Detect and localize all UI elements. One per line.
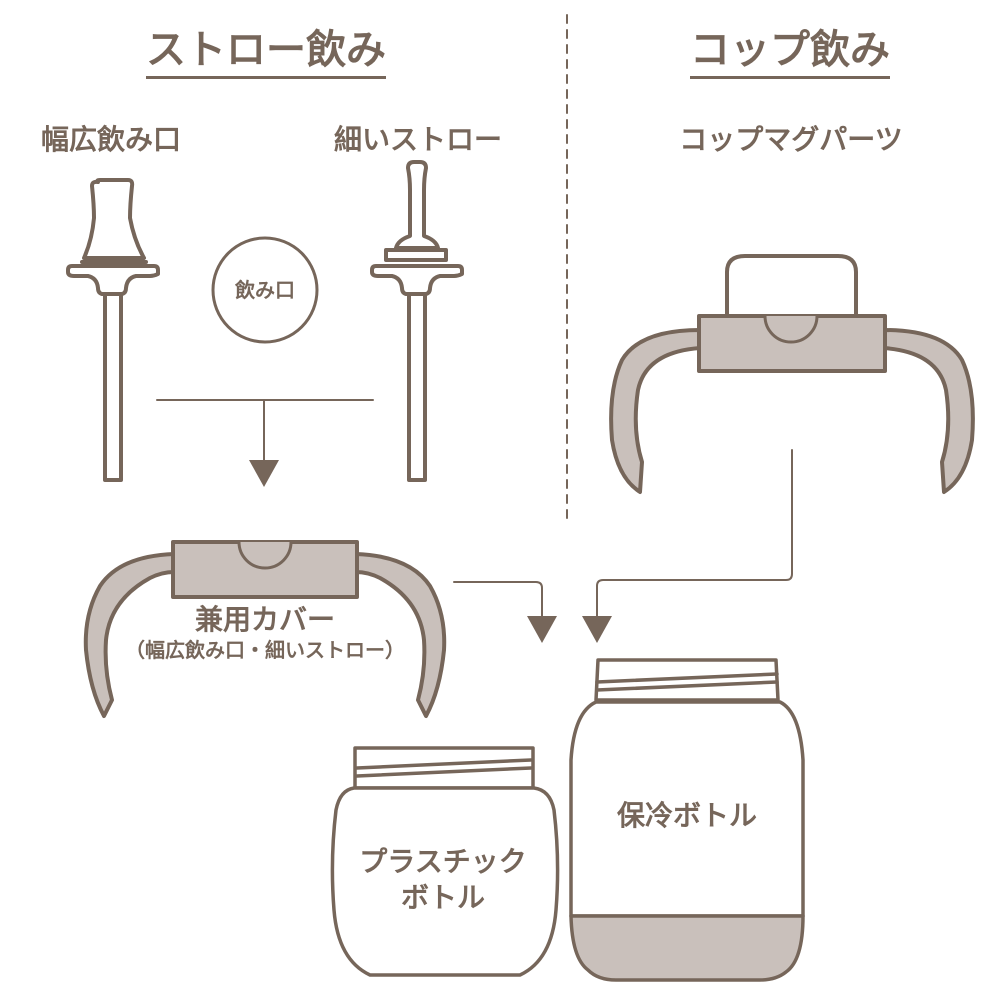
cover-connector (453, 581, 543, 619)
shared-cover-icon (83, 540, 447, 718)
section-heading-cup: コップ飲み (690, 30, 890, 79)
insulated-bottle-label: 保冷ボトル (616, 799, 758, 832)
shared-cover-sublabel: （幅広飲み口・細いストロー） (125, 638, 405, 662)
insulated-bottle-icon (569, 658, 805, 982)
plastic-bottle-label-line1: プラスチック (359, 845, 527, 878)
shared-cover-label: 兼用カバー (194, 603, 336, 636)
mouthpiece-circle (211, 236, 319, 344)
cup-mug-part-icon (609, 254, 975, 494)
plastic-bottle-label-line2: ボトル (400, 881, 486, 914)
part-label-thin-straw: 細いストロー (333, 123, 503, 156)
down-arrow-icon (527, 616, 557, 643)
mouthpiece-circle-label: 飲み口 (235, 278, 295, 302)
down-arrow-icon (582, 616, 612, 643)
thin-straw-icon (370, 160, 464, 482)
part-label-cup-mug: コップマグパーツ (679, 123, 903, 156)
straw-parts-connector (156, 399, 374, 463)
wide-mouthpiece-icon (66, 178, 160, 482)
part-label-wide-mouthpiece: 幅広飲み口 (40, 123, 182, 156)
plastic-bottle-icon (330, 746, 560, 977)
cup-connector (596, 449, 793, 619)
down-arrow-icon (249, 460, 279, 487)
section-heading-straw: ストロー飲み (146, 30, 386, 79)
